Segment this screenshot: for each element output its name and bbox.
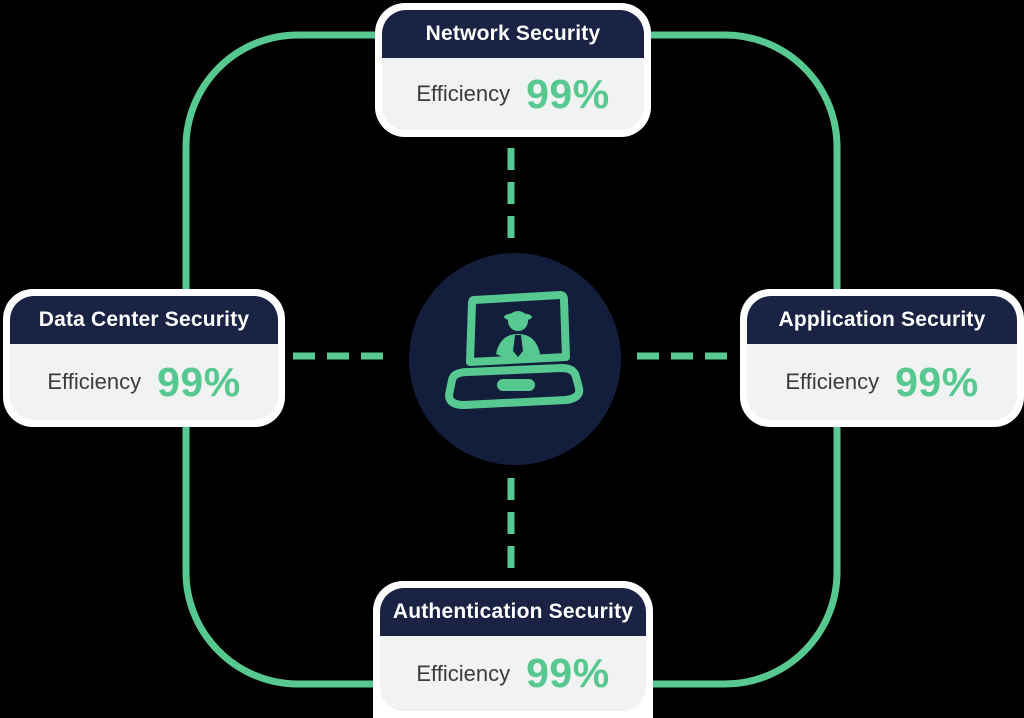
efficiency-label: Efficiency	[416, 81, 511, 106]
card-inner: Data Center Security Efficiency 99%	[10, 296, 278, 420]
card-inner: Network Security Efficiency 99%	[382, 10, 644, 130]
card-application-security: Application Security Efficiency 99%	[740, 289, 1024, 427]
card-body: Efficiency 99%	[380, 636, 646, 711]
efficiency-value: 99%	[895, 358, 979, 405]
card-title: Data Center Security	[10, 296, 278, 344]
efficiency-value: 99%	[526, 650, 610, 696]
center-hub	[409, 253, 621, 465]
card-title: Authentication Security	[380, 588, 646, 636]
efficiency-label: Efficiency	[785, 369, 880, 394]
efficiency-label: Efficiency	[416, 660, 511, 686]
card-data-center-security: Data Center Security Efficiency 99%	[3, 289, 285, 427]
card-authentication-security: Authentication Security Efficiency 99%	[373, 581, 653, 718]
card-title: Network Security	[382, 10, 644, 58]
efficiency-value: 99%	[526, 70, 610, 117]
card-body: Efficiency 99%	[747, 344, 1017, 420]
laptop-user-icon	[445, 291, 584, 409]
card-body: Efficiency 99%	[10, 344, 278, 420]
efficiency-label: Efficiency	[47, 369, 142, 394]
card-inner: Application Security Efficiency 99%	[747, 296, 1017, 420]
card-title: Application Security	[747, 296, 1017, 344]
card-network-security: Network Security Efficiency 99%	[375, 3, 651, 137]
efficiency-value: 99%	[157, 358, 241, 405]
card-body: Efficiency 99%	[382, 58, 644, 130]
card-inner: Authentication Security Efficiency 99%	[380, 588, 646, 711]
